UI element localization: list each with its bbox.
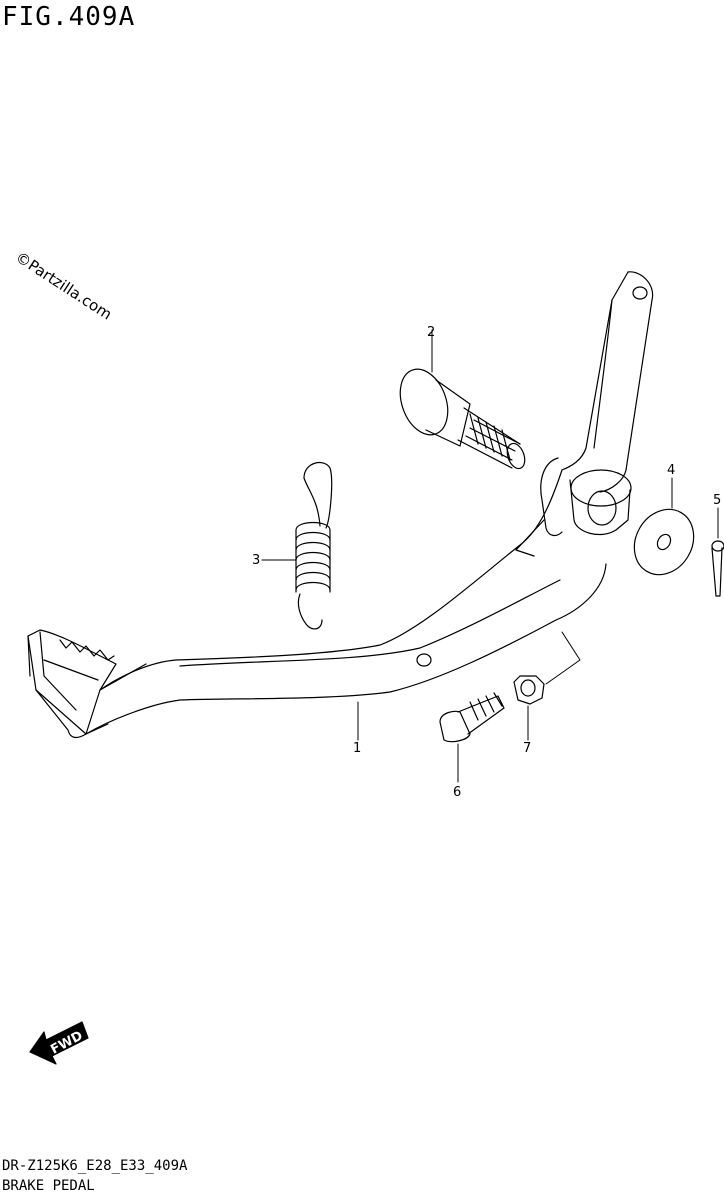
callout-7: 7 [523,741,531,756]
callout-1: 1 [353,741,361,756]
callout-4: 4 [667,463,675,478]
figure-title: FIG.409A [2,2,136,32]
return-spring-part [261,461,333,630]
bolt-part [439,692,505,783]
diagram-code: DR-Z125K6_E28_E33_409A [2,1158,188,1174]
callout-6: 6 [453,785,461,800]
fwd-arrow-icon: FWD [29,1021,89,1065]
washer-part [633,477,695,576]
pivot-shaft-part [399,329,526,470]
brake-pedal-part [27,271,654,741]
callout-5: 5 [713,493,721,508]
callout-3: 3 [252,553,260,568]
nut-part [513,631,581,741]
callout-2: 2 [427,325,435,340]
diagram-name: BRAKE PEDAL [2,1178,95,1194]
cotter-pin-part [711,507,724,597]
